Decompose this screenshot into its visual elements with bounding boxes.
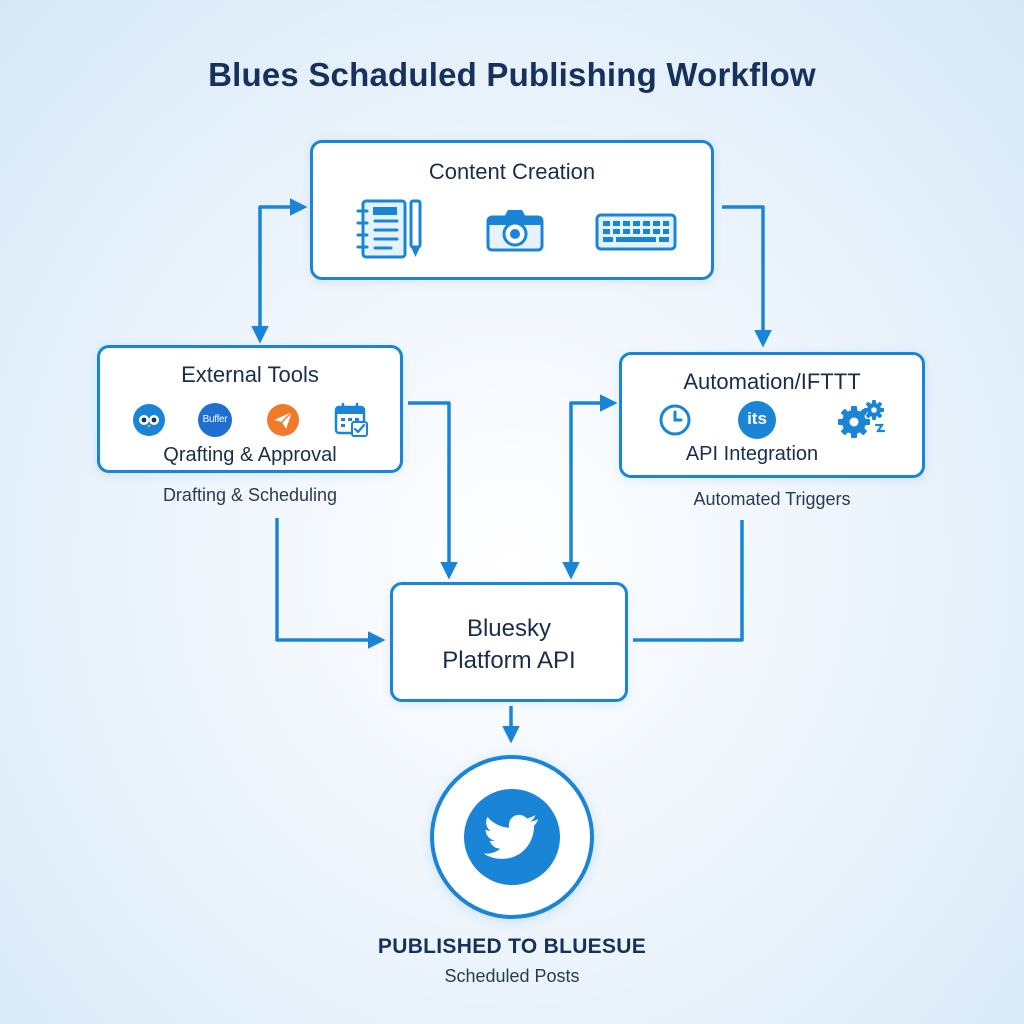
platform-api-line2: Platform API xyxy=(442,647,576,674)
its-icon: its xyxy=(738,401,776,439)
published-badge-inner xyxy=(464,789,560,885)
paper-plane-icon xyxy=(267,404,299,436)
bird-icon xyxy=(483,814,538,859)
clock-icon xyxy=(659,404,691,436)
line-automation-api xyxy=(633,520,744,642)
platform-api-node[interactable]: Bluesky Platform API xyxy=(390,582,628,702)
arrow-tools-api xyxy=(408,401,458,580)
arrow-tools-content xyxy=(251,198,308,344)
owl-icon xyxy=(133,404,165,436)
gears-icon xyxy=(838,400,886,438)
arrow-tools-caption-api xyxy=(275,518,386,649)
external-tools-node[interactable]: External Tools Buffer Qrafting & Approva… xyxy=(97,345,403,473)
automation-subheading: API Integration xyxy=(685,443,819,465)
automation-heading: Automation/IFTTT xyxy=(683,369,861,394)
its-icon-label: its xyxy=(747,409,767,428)
published-badge xyxy=(430,755,594,919)
content-creation-node[interactable]: Content Creation xyxy=(310,140,714,280)
automation-node[interactable]: Automation/IFTTT its API Integration xyxy=(619,352,925,478)
external-tools-subheading: Qrafting & Approval xyxy=(163,444,337,466)
published-subtitle: Scheduled Posts xyxy=(444,966,580,986)
published-title: PUBLISHED TO BLUESUE xyxy=(377,935,647,958)
external-tools-caption: Drafting & Scheduling xyxy=(162,485,338,505)
arrow-api-automation xyxy=(562,394,618,580)
arrow-content-automation xyxy=(722,205,772,348)
buffer-icon: Buffer xyxy=(198,403,232,437)
page-title: Blues Schaduled Publishing Workflow xyxy=(208,56,816,93)
external-tools-heading: External Tools xyxy=(181,362,319,387)
platform-api-line1: Bluesky xyxy=(466,615,552,642)
calendar-check-icon xyxy=(334,402,368,437)
keyboard-icon xyxy=(595,213,677,251)
camera-icon xyxy=(486,210,544,252)
automation-caption: Automated Triggers xyxy=(693,489,851,509)
buffer-icon-label: Buffer xyxy=(202,414,228,425)
notebook-pen-icon xyxy=(356,199,422,259)
content-creation-heading: Content Creation xyxy=(428,159,596,184)
